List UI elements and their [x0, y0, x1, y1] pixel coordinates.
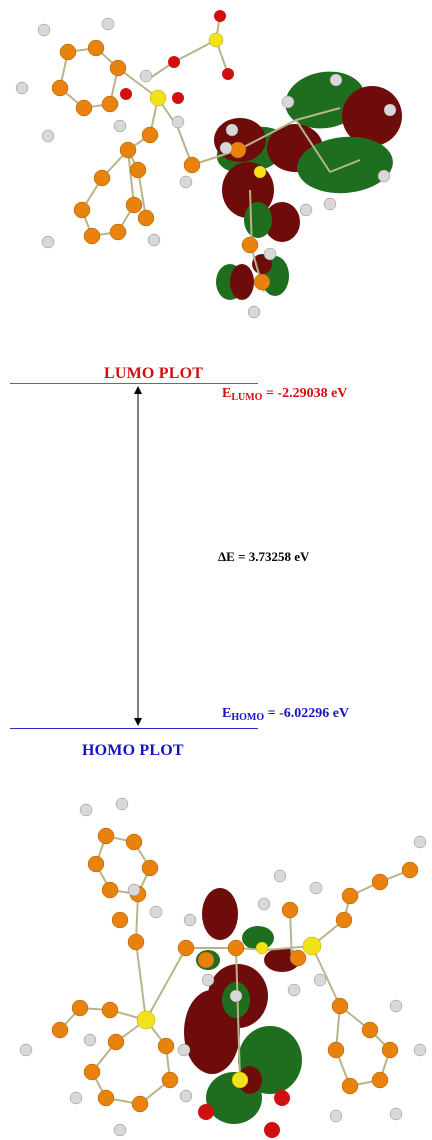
lumo-hydrogen-atoms: [15, 17, 397, 319]
energy-gap-label: ΔE = 3.73258 eV: [218, 549, 310, 564]
lumo-level-line: [10, 383, 258, 384]
lumo-orbital-lobes: [214, 71, 402, 300]
homo-orbital-lobes: [184, 888, 302, 1124]
lumo-sulfur-atoms: [149, 32, 267, 179]
lumo-molecule-diagram: [15, 10, 402, 319]
homo-molecule-diagram: [19, 797, 427, 1138]
lumo-energy-label: ELUMO = -2.29038 eV: [222, 386, 347, 403]
lumo-energy-value: = -2.29038 eV: [262, 386, 348, 401]
homo-energy-symbol: E: [222, 706, 232, 721]
homo-level-line: [10, 728, 258, 729]
homo-hydrogen-atoms: [19, 797, 427, 1137]
lumo-energy-symbol: E: [222, 386, 232, 401]
lumo-plot-title: LUMO PLOT: [104, 365, 204, 382]
homo-plot-title: HOMO PLOT: [82, 742, 184, 759]
lumo-oxygen-atoms: [120, 10, 234, 104]
homo-energy-value: = -6.02296 eV: [264, 706, 350, 721]
homo-oxygen-atoms: [198, 1090, 290, 1138]
homo-carbon-atoms: [51, 827, 419, 1113]
homo-sulfur-atoms: [136, 936, 322, 1089]
homo-energy-subscript: HOMO: [231, 712, 265, 723]
lumo-carbon-atoms: [51, 39, 271, 291]
lumo-energy-subscript: LUMO: [231, 392, 263, 403]
homo-energy-label: EHOMO = -6.02296 eV: [222, 706, 349, 723]
